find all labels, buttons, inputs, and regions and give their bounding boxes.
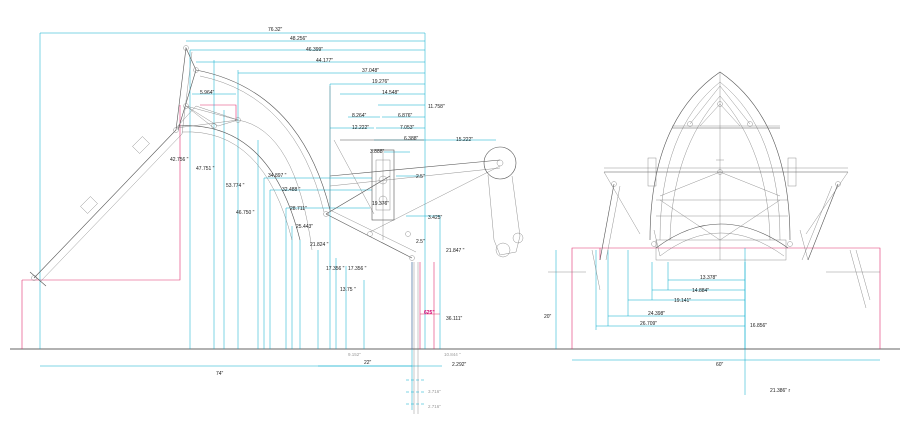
dim-label: 21.824 " [310, 242, 329, 248]
horizontal-dimension-lines [40, 32, 496, 367]
dim-label: 36.111" [446, 316, 463, 322]
dim-label: 13.378" [700, 275, 717, 281]
dim-label: 46.750 " [236, 210, 255, 216]
dim-label: 3.425" [428, 215, 443, 221]
dim-label: 32.488 " [282, 187, 301, 193]
reference-lines [21, 104, 440, 349]
rear-view: 13.378" 14.884" 19.141" 24.398" 26.709" … [544, 71, 881, 395]
dim-label: 53.774 " [226, 183, 245, 189]
rear-dimension-lines [555, 248, 880, 395]
dim-label: 3.888" [370, 149, 385, 155]
dim-label: 44.177" [316, 58, 333, 64]
dim-label: 5.964" [200, 90, 215, 96]
side-view: 76.32" 48.256" 46.399" 44.177" 37.048" 1… [21, 27, 524, 414]
dim-label: 15.222" [456, 137, 473, 143]
dim-label: 46.399" [306, 47, 323, 53]
dim-label: 74" [216, 371, 224, 377]
dim-label: 25.443" [296, 224, 313, 230]
dim-label: 17.356 " [326, 266, 345, 272]
dim-label: 2.5" [416, 174, 425, 180]
dim-label: 8.264" [352, 113, 367, 119]
dim-label: 3.716" [428, 389, 441, 394]
dim-label: 11.758" [428, 104, 445, 110]
dim-label: 48.256" [290, 36, 307, 42]
dim-label: 26.709" [640, 321, 657, 327]
dim-label: 19.141" [674, 298, 691, 304]
dim-label: 28.711" [290, 206, 307, 212]
angle-label: 625" [424, 310, 435, 316]
rear-frame-structure [548, 71, 880, 309]
dim-label: 6.876" [398, 113, 413, 119]
dim-label: 21.386" r [770, 388, 790, 394]
side-frame-structure [29, 45, 524, 414]
vertical-dimension-lines [39, 33, 441, 410]
dim-label: 19.276" [372, 79, 389, 85]
dim-label: 6.388" [404, 136, 419, 142]
dim-label: 24.398" [648, 311, 665, 317]
dim-label: 42.756 " [170, 157, 189, 163]
rear-reference-lines [571, 247, 881, 349]
dim-label: 2.292" [452, 362, 467, 368]
dim-label: 2.716" [428, 404, 441, 409]
dim-label: 14.548" [382, 90, 399, 96]
dim-label: 7.053" [400, 125, 415, 131]
dim-label: 22" [364, 360, 372, 366]
dim-label: 2.5" [416, 239, 425, 245]
dim-label: 12.222" [352, 125, 369, 131]
dim-label: 16.856" [750, 323, 767, 329]
dim-label: 60" [716, 362, 724, 368]
dim-label: 47.751 " [196, 166, 215, 172]
dim-label: 17.356 " [348, 266, 367, 272]
dim-label: 19.376" [372, 201, 389, 207]
dim-label: 76.32" [268, 27, 283, 33]
side-view-labels: 76.32" 48.256" 46.399" 44.177" 37.048" 1… [170, 27, 473, 409]
dim-label: 20" [544, 314, 552, 320]
dim-label: 34.897 " [268, 173, 287, 179]
dim-label: 14.884" [692, 288, 709, 294]
dim-label: 37.048" [362, 68, 379, 74]
rear-view-labels: 13.378" 14.884" 19.141" 24.398" 26.709" … [544, 275, 790, 394]
dim-label: 21.847 " [446, 248, 465, 254]
dim-label: 9.152" [348, 352, 361, 357]
dim-label: 10.844 " [444, 352, 461, 357]
dim-label: 13.75 " [340, 287, 356, 293]
